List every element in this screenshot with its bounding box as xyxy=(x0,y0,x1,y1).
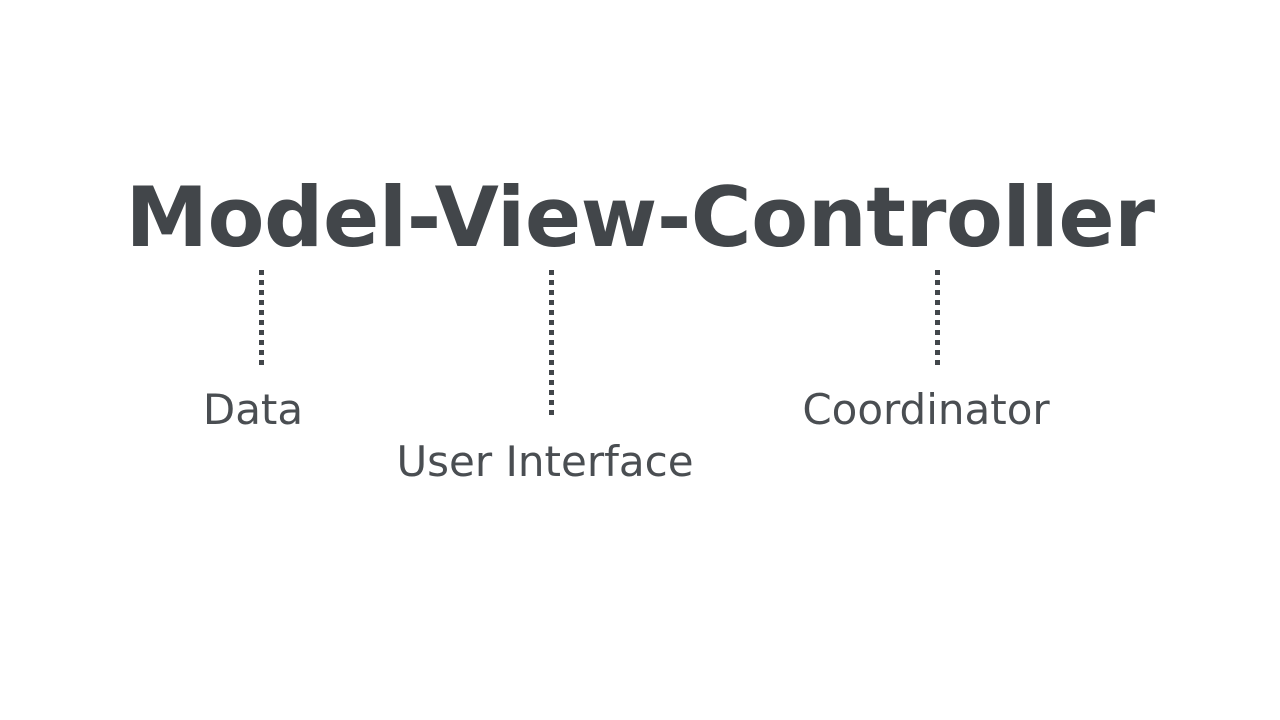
annotation-label-model: Data xyxy=(202,385,304,434)
annotation-label-view: User Interface xyxy=(396,437,694,486)
page-title: Model-View-Controller xyxy=(125,169,1155,266)
annotation-label-controller: Coordinator xyxy=(802,385,1050,434)
dotted-connector-controller xyxy=(935,270,940,368)
dotted-connector-view xyxy=(549,270,554,418)
dotted-connector-model xyxy=(259,270,264,368)
